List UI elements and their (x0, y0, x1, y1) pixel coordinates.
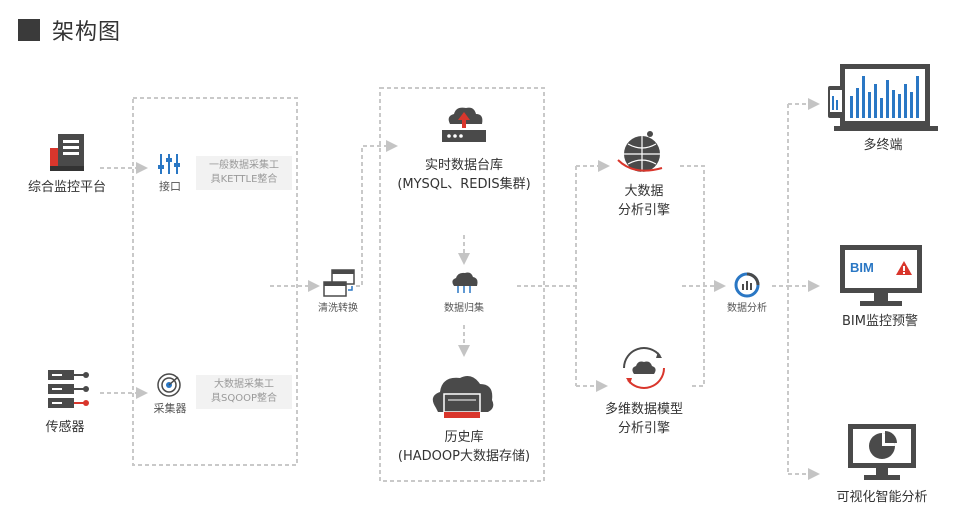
laptop-phone-icon (828, 64, 938, 131)
sensor-rack-icon (48, 370, 89, 408)
collector-label: 采集器 (153, 402, 187, 415)
interface-note: 一般数据采集工 具KETTLE整合 (196, 156, 292, 190)
archive-label: 数据归集 (444, 303, 484, 314)
folders-transform-icon (323, 269, 355, 297)
analysis-gauge-icon (734, 272, 760, 298)
globe-engine-icon (617, 131, 663, 172)
collector-note: 大数据采集工 具SQOOP整合 (196, 375, 292, 409)
realtime-db-label: 实时数据台库 (MYSQL、REDIS集群) (397, 158, 531, 192)
cloud-archive-icon (452, 272, 478, 293)
collect-frame (132, 97, 298, 466)
cloud-server-icon (442, 107, 486, 142)
bim-screen-text: BIM (850, 260, 874, 275)
interface-label: 接口 (159, 180, 181, 193)
analysis-label: 数据分析 (727, 303, 767, 314)
clean-label: 清洗转换 (318, 303, 358, 314)
terminal-label: 多终端 (863, 138, 903, 153)
source-sensor-label: 传感器 (45, 420, 85, 435)
history-db-label: 历史库 (HADOOP大数据存储) (397, 430, 531, 464)
bim-monitor-icon: BIM (838, 243, 924, 309)
visual-label: 可视化智能分析 (836, 490, 928, 505)
radar-icon (157, 373, 181, 397)
bim-label: BIM监控预警 (842, 314, 918, 329)
server-building-icon (50, 134, 84, 171)
sliders-icon (158, 154, 180, 174)
title-square-icon (18, 19, 40, 41)
multidim-engine-label: 多维数据模型 分析引擎 (604, 402, 683, 436)
history-cloud-db-icon (432, 376, 494, 418)
storage-frame (379, 87, 545, 482)
source-platform-label: 综合监控平台 (27, 180, 106, 195)
pie-monitor-icon (848, 424, 916, 480)
bigdata-engine-label: 大数据 分析引擎 (617, 184, 670, 218)
page-title: 架构图 (18, 14, 121, 46)
cloud-cycle-icon (623, 347, 665, 389)
